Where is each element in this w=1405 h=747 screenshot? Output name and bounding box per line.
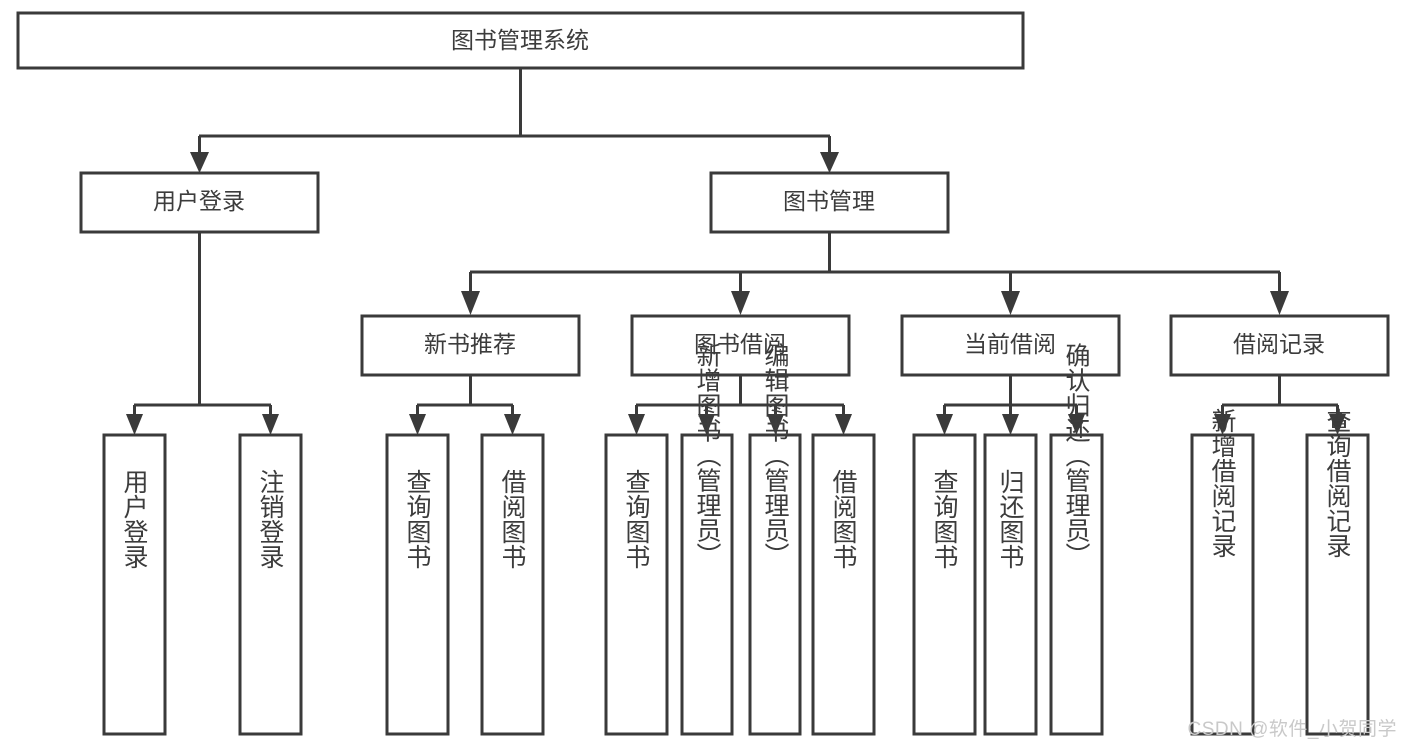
node-leaf-add-record[interactable]: 新增借阅记录	[1190, 408, 1255, 736]
csdn-watermark: CSDN @软件_小贺同学	[1187, 719, 1397, 740]
node-leaf-user-login[interactable]: 用户登录	[102, 433, 167, 736]
node-root-label: 图书管理系统	[451, 27, 589, 53]
arrow-head-borrow-record	[1270, 291, 1289, 315]
node-root[interactable]: 图书管理系统	[16, 11, 1025, 70]
edge-layer	[126, 68, 1346, 435]
node-book-mgmt-box[interactable]	[709, 171, 950, 234]
node-leaf-confirm-return-box[interactable]	[1049, 433, 1104, 736]
arrow-head-leaf-query-book-a	[409, 414, 426, 435]
node-leaf-logout[interactable]: 注销登录	[238, 433, 303, 736]
node-leaf-borrow-book-a[interactable]: 借阅图书	[480, 433, 545, 736]
node-leaf-query-record[interactable]: 查询借阅记录	[1305, 408, 1370, 736]
node-leaf-user-login-box[interactable]	[102, 433, 167, 736]
node-leaf-query-book-c-label: 查询图书	[930, 469, 959, 569]
node-leaf-confirm-return[interactable]: 确认归还（管理员）	[1049, 343, 1104, 736]
node-leaf-query-book-a-label: 查询图书	[403, 469, 432, 569]
arrow-head-leaf-user-login	[126, 414, 143, 435]
node-leaf-edit-book-label: 编辑图书（管理员）	[761, 343, 790, 568]
node-borrow-record-box[interactable]	[1169, 314, 1390, 377]
arrow-head-user-login	[190, 152, 209, 173]
node-leaf-query-book-c-box[interactable]	[912, 433, 977, 736]
node-leaf-add-record-label: 新增借阅记录	[1208, 408, 1237, 558]
arrow-head-leaf-add-record	[1214, 414, 1231, 435]
node-new-book-rec-label: 新书推荐	[424, 331, 516, 357]
node-leaf-query-record-label: 查询借阅记录	[1323, 408, 1352, 558]
node-user-login-box[interactable]	[79, 171, 320, 234]
node-user-login[interactable]: 用户登录	[79, 171, 320, 234]
node-leaf-return-book[interactable]: 归还图书	[983, 433, 1038, 736]
arrow-head-leaf-logout	[262, 414, 279, 435]
node-new-book-rec-box[interactable]	[360, 314, 581, 377]
node-new-book-rec[interactable]: 新书推荐	[360, 314, 581, 377]
node-leaf-add-record-box[interactable]	[1190, 433, 1255, 736]
node-leaf-borrow-book-b-box[interactable]	[811, 433, 876, 736]
node-current-borrow-label: 当前借阅	[964, 331, 1056, 357]
node-leaf-add-book-label: 新增图书（管理员）	[693, 343, 722, 568]
arrow-head-leaf-add-book	[698, 414, 715, 435]
arrow-head-leaf-query-book-b	[628, 414, 645, 435]
arrow-head-current-borrow	[1001, 291, 1020, 315]
arrow-head-leaf-return-book	[1002, 414, 1019, 435]
node-leaf-borrow-book-b[interactable]: 借阅图书	[811, 433, 876, 736]
node-leaf-query-book-a[interactable]: 查询图书	[385, 433, 450, 736]
node-book-borrow-box[interactable]	[630, 314, 851, 377]
node-book-mgmt[interactable]: 图书管理	[709, 171, 950, 234]
node-leaf-query-book-b-label: 查询图书	[622, 469, 651, 569]
node-book-mgmt-label: 图书管理	[783, 188, 875, 214]
node-leaf-return-book-box[interactable]	[983, 433, 1038, 736]
node-leaf-borrow-book-a-label: 借阅图书	[498, 469, 527, 569]
node-current-borrow-box[interactable]	[900, 314, 1121, 377]
arrow-head-book-borrow	[731, 291, 750, 315]
arrow-head-leaf-confirm-return	[1068, 414, 1085, 435]
node-leaf-query-record-box[interactable]	[1305, 433, 1370, 736]
node-borrow-record-label: 借阅记录	[1233, 331, 1325, 357]
node-leaf-borrow-book-a-box[interactable]	[480, 433, 545, 736]
node-current-borrow[interactable]: 当前借阅	[900, 314, 1121, 377]
node-leaf-logout-label: 注销登录	[256, 469, 285, 569]
node-leaf-query-book-b[interactable]: 查询图书	[604, 433, 669, 736]
node-user-login-label: 用户登录	[153, 188, 245, 214]
node-leaf-add-book-box[interactable]	[680, 433, 734, 736]
node-leaf-edit-book[interactable]: 编辑图书（管理员）	[748, 343, 802, 736]
node-leaf-user-login-label: 用户登录	[120, 469, 149, 569]
node-leaf-query-book-b-box[interactable]	[604, 433, 669, 736]
node-leaf-return-book-label: 归还图书	[996, 469, 1025, 569]
node-book-borrow[interactable]: 图书借阅	[630, 314, 851, 377]
node-leaf-edit-book-box[interactable]	[748, 433, 802, 736]
node-book-borrow-label: 图书借阅	[694, 331, 786, 357]
arrow-head-leaf-query-record	[1329, 414, 1346, 435]
node-leaf-confirm-return-label: 确认归还（管理员）	[1062, 343, 1091, 568]
node-borrow-record[interactable]: 借阅记录	[1169, 314, 1390, 377]
node-leaf-add-book[interactable]: 新增图书（管理员）	[680, 343, 734, 736]
node-leaf-logout-box[interactable]	[238, 433, 303, 736]
arrow-head-leaf-borrow-book-a	[504, 414, 521, 435]
arrow-head-leaf-borrow-book-b	[835, 414, 852, 435]
node-leaf-query-book-c[interactable]: 查询图书	[912, 433, 977, 736]
node-root-box[interactable]	[16, 11, 1025, 70]
arrow-head-new-book-rec	[461, 291, 480, 315]
node-leaf-borrow-book-b-label: 借阅图书	[829, 469, 858, 569]
arrow-head-leaf-edit-book	[767, 414, 784, 435]
arrow-head-leaf-query-book-c	[936, 414, 953, 435]
arrow-head-book-mgmt	[820, 152, 839, 173]
node-leaf-query-book-a-box[interactable]	[385, 433, 450, 736]
